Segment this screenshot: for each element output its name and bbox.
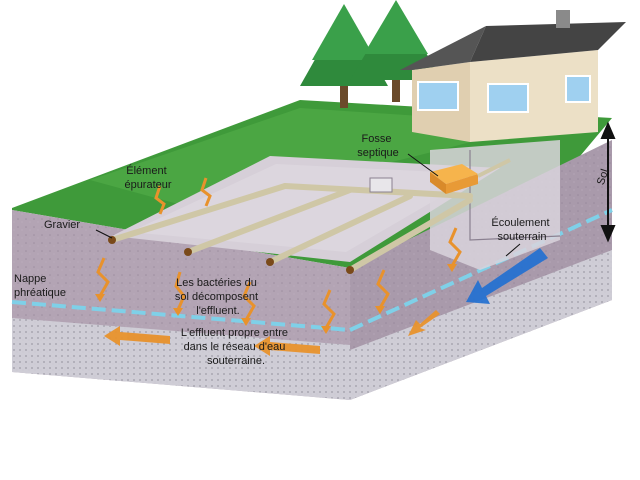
house (400, 10, 626, 142)
label-gravier: Gravier (44, 219, 80, 231)
distribution-box (370, 178, 392, 192)
